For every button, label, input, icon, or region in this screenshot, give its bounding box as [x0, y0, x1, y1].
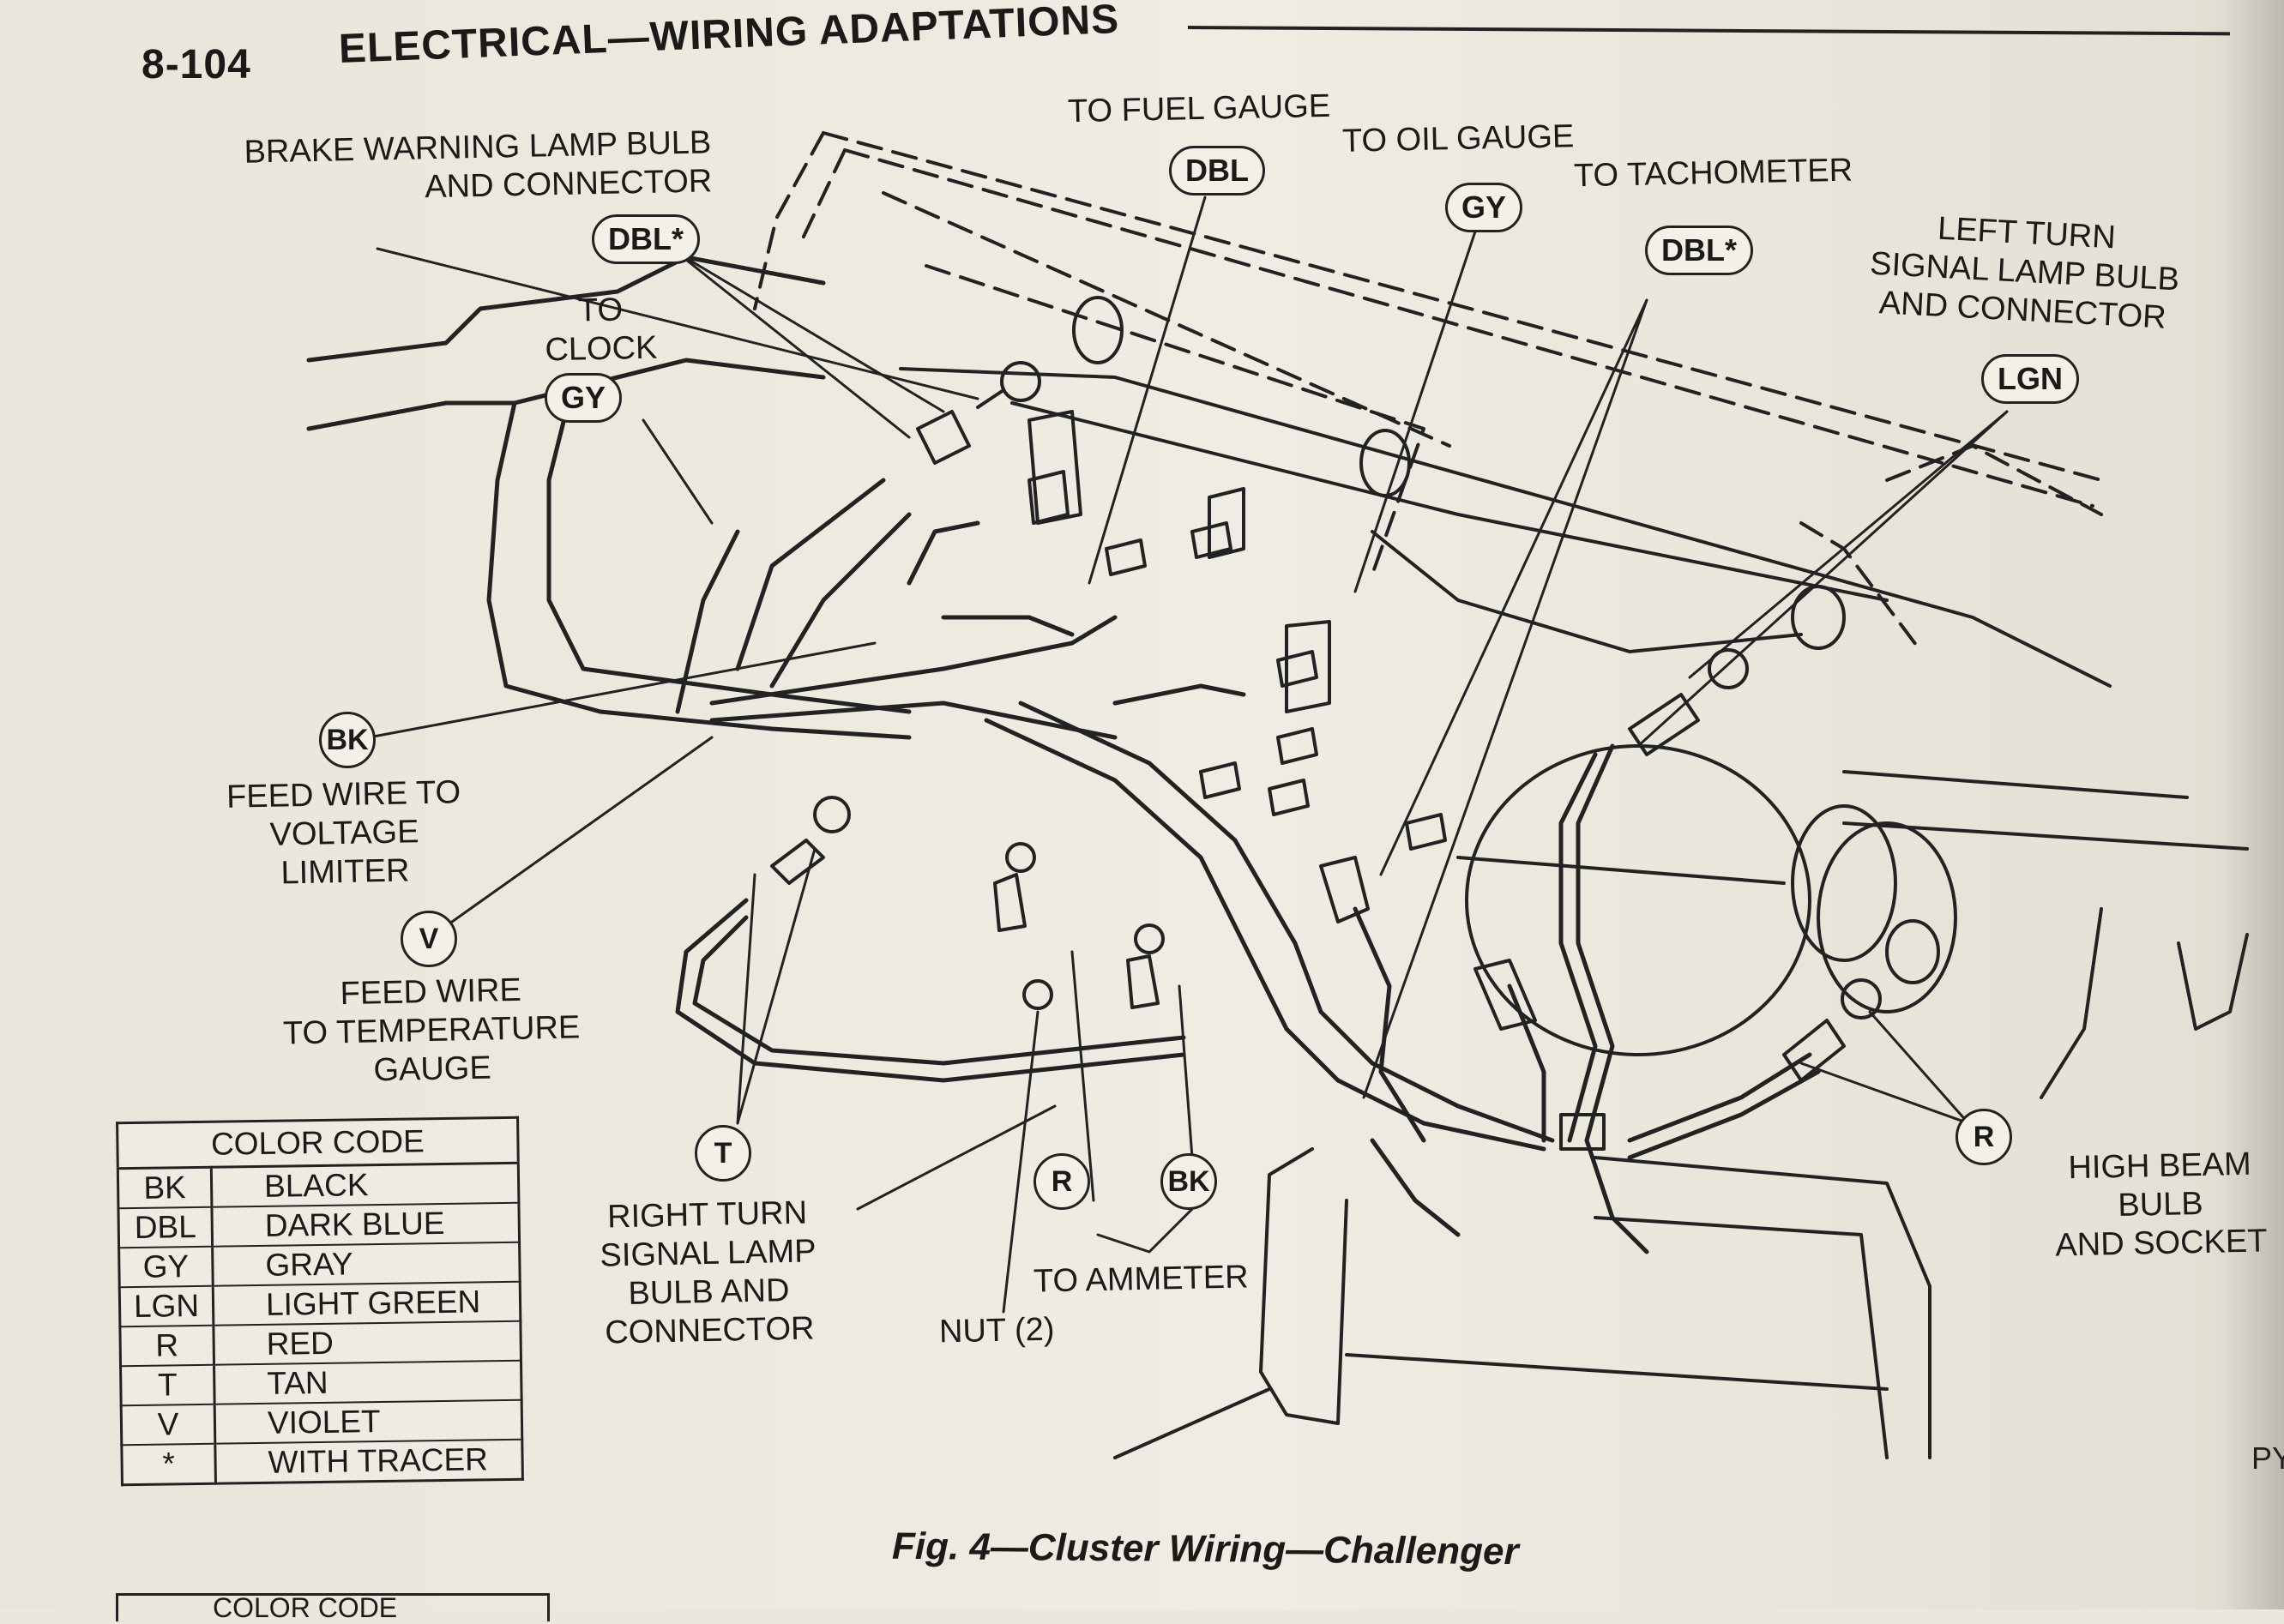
to-oil-gauge-label: TO OIL GAUGE [1341, 118, 1575, 159]
wiring-harness [306, 255, 1821, 1254]
color-code-title: COLOR CODE [117, 1117, 519, 1169]
clock-wire-tag: GY [545, 373, 623, 423]
page-number: 8-104 [142, 42, 251, 87]
left-turn-label: LEFT TURN SIGNAL LAMP BULB AND CONNECTOR [1869, 210, 2181, 336]
fuel-wire-tag: DBL [1169, 146, 1265, 195]
to-tachometer-label: TO TACHOMETER [1573, 152, 1853, 195]
feed-bk-tag: BK [319, 712, 376, 768]
nut-label: NUT (2) [938, 1311, 1055, 1350]
color-code: GY [118, 1246, 214, 1288]
color-name: GRAY [212, 1242, 521, 1286]
next-color-code-table: COLOR CODE [116, 1592, 550, 1623]
panel-outline [753, 131, 2103, 653]
color-name: RED [213, 1320, 521, 1365]
leader-lines [367, 195, 2009, 1314]
tach-wire-tag: DBL* [1645, 226, 1753, 275]
ammeter-r-tag: R [1034, 1153, 1090, 1210]
high-beam-label: HIGH BEAM BULB AND SOCKET [2054, 1146, 2268, 1264]
ammeter-bk-tag: BK [1160, 1153, 1217, 1210]
feed-v-tag: V [401, 911, 457, 967]
to-ammeter-label: TO AMMETER [1033, 1259, 1249, 1300]
color-name: DARK BLUE [211, 1202, 520, 1247]
oil-wire-tag: GY [1445, 183, 1523, 232]
color-name: LIGHT GREEN [213, 1281, 521, 1326]
feed-voltage-limiter-label: FEED WIRE TO VOLTAGE LIMITER [226, 774, 461, 892]
color-name: VIOLET [214, 1399, 522, 1444]
screws [1105, 521, 1447, 851]
color-code: T [120, 1364, 215, 1406]
right-turn-label: RIGHT TURN SIGNAL LAMP BULB AND CONNECTO… [600, 1194, 817, 1351]
color-code: LGN [119, 1285, 214, 1327]
table-row: *WITH TRACER [121, 1439, 523, 1485]
color-code: BK [118, 1167, 212, 1209]
next-table-title: COLOR CODE [213, 1592, 398, 1623]
color-name: TAN [214, 1360, 522, 1404]
high-beam-r-tag: R [1956, 1109, 2012, 1165]
figure-caption: Fig. 4—Cluster Wiring—Challenger [891, 1525, 1519, 1573]
color-code: R [119, 1325, 214, 1367]
brake-warning-label: BRAKE WARNING LAMP BULB AND CONNECTOR [244, 124, 713, 206]
feed-temperature-label: FEED WIRE TO TEMPERATURE GAUGE [282, 971, 581, 1089]
bulbs-sockets [770, 361, 1882, 1151]
color-code: V [121, 1404, 215, 1446]
right-turn-t-tag: T [695, 1125, 751, 1182]
color-code: DBL [118, 1206, 213, 1248]
brake-wire-tag: DBL* [592, 214, 700, 264]
to-fuel-gauge-label: TO FUEL GAUGE [1067, 87, 1331, 130]
to-clock-label: TO CLOCK [545, 292, 658, 369]
color-name: WITH TRACER [214, 1439, 523, 1484]
corner-mark: PY [2251, 1441, 2284, 1476]
left-turn-wire-tag: LGN [1981, 354, 2079, 404]
color-code: * [121, 1443, 216, 1485]
color-name: BLACK [211, 1163, 519, 1207]
